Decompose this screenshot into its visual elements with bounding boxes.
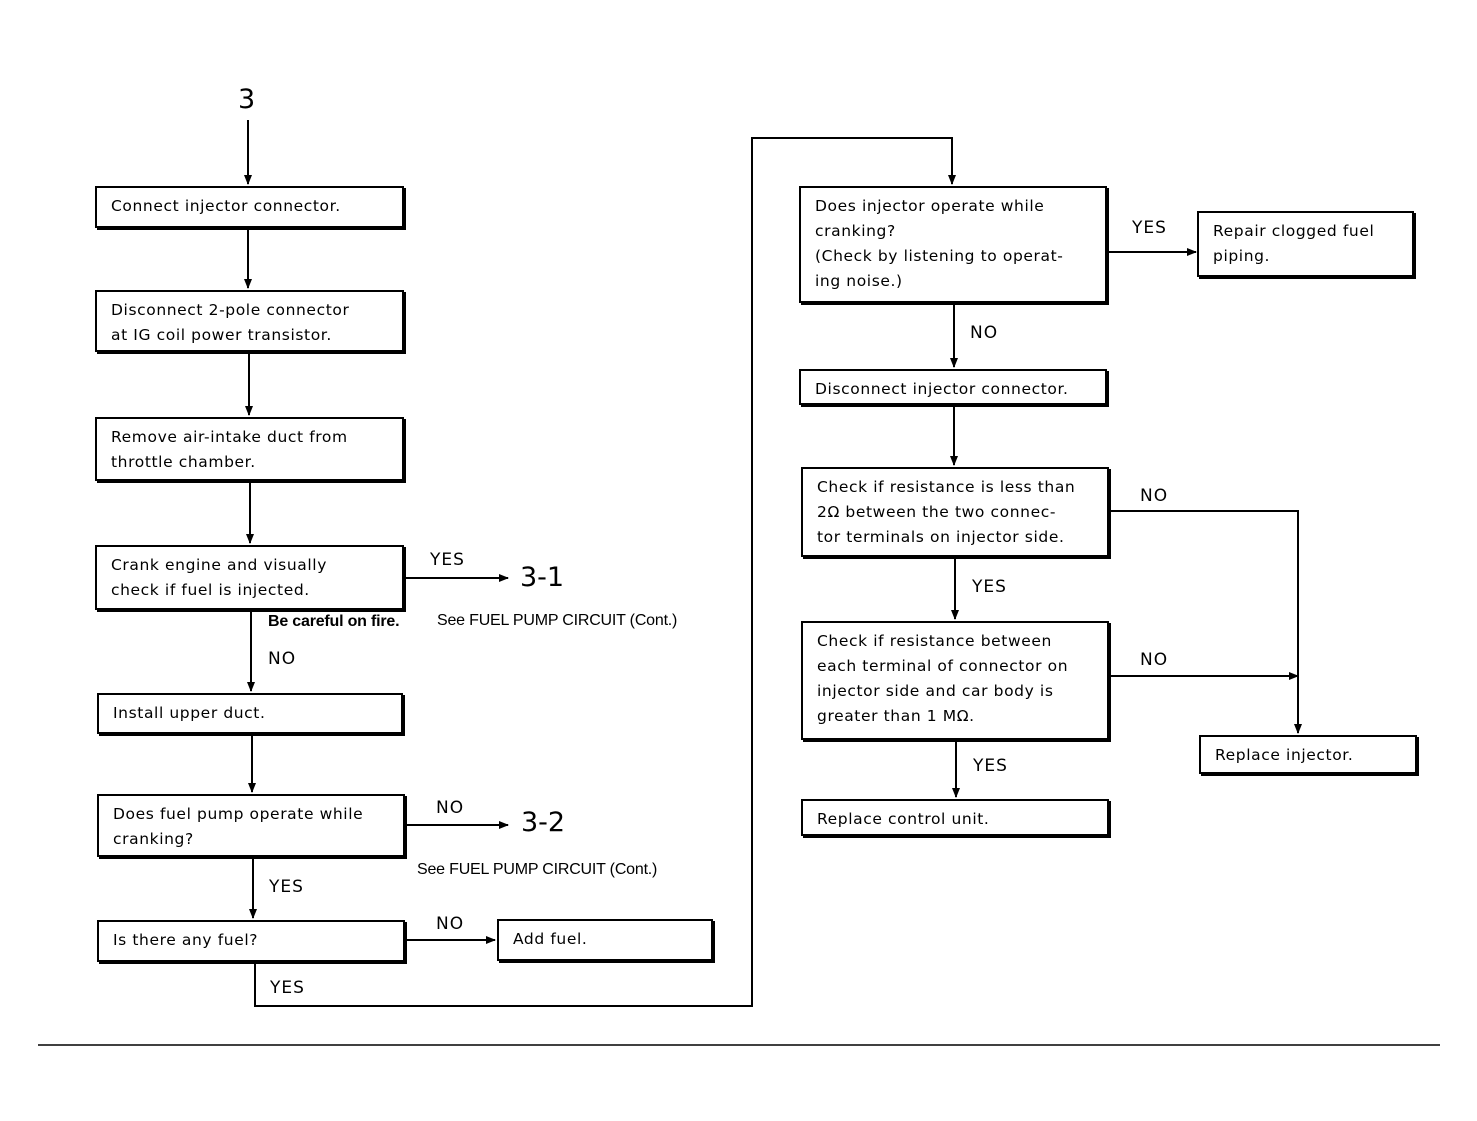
step-fuel-pump-question: Does fuel pump operate while cranking? [97, 794, 405, 857]
step-install-duct: Install upper duct. [97, 693, 403, 734]
crank-no-label: NO [268, 649, 297, 669]
resistance-body-no-label: NO [1140, 650, 1169, 670]
step-remove-duct: Remove air-intake duct from throttle cha… [95, 417, 404, 481]
step-replace-control-unit: Replace control unit. [801, 799, 1109, 836]
crank-yes-label: YES [430, 550, 465, 570]
step-disconnect-2pole: Disconnect 2-pole connector at IG coil p… [95, 290, 404, 352]
injector-no-label: NO [970, 323, 999, 343]
start-ref-label: 3 [238, 84, 256, 115]
see-fuel-pump-note-1: See FUEL PUMP CIRCUIT (Cont.) [437, 612, 678, 629]
step-repair-piping: Repair clogged fuel piping. [1197, 211, 1414, 277]
fuel-pump-no-label: NO [436, 798, 465, 818]
any-fuel-yes-label: YES [270, 978, 305, 998]
step-injector-operate-question: Does injector operate while cranking? (C… [799, 186, 1107, 303]
any-fuel-no-label: NO [436, 914, 465, 934]
step-disconnect-injector: Disconnect injector connector. [799, 369, 1107, 405]
step-crank-check: Crank engine and visually check if fuel … [95, 545, 404, 610]
resistance-body-yes-label: YES [973, 756, 1008, 776]
step-check-resistance-less: Check if resistance is less than 2Ω betw… [801, 467, 1109, 557]
fuel-pump-yes-label: YES [269, 877, 304, 897]
careful-bold-text: Be careful on fire. [268, 613, 400, 630]
injector-yes-label: YES [1132, 218, 1167, 238]
step-check-resistance-body: Check if resistance between each termina… [801, 621, 1109, 740]
see-fuel-pump-note-2: See FUEL PUMP CIRCUIT (Cont.) [417, 861, 658, 878]
ref-3-2: 3-2 [521, 807, 566, 838]
step-add-fuel: Add fuel. [497, 919, 713, 961]
resistance-less-no-label: NO [1140, 486, 1169, 506]
resistance-less-yes-label: YES [972, 577, 1007, 597]
step-replace-injector: Replace injector. [1199, 735, 1417, 774]
careful-note: Be careful on fire. [268, 613, 400, 631]
ref-3-1: 3-1 [520, 562, 565, 593]
step-connect-injector: Connect injector connector. [95, 186, 404, 228]
step-any-fuel-question: Is there any fuel? [97, 920, 405, 962]
